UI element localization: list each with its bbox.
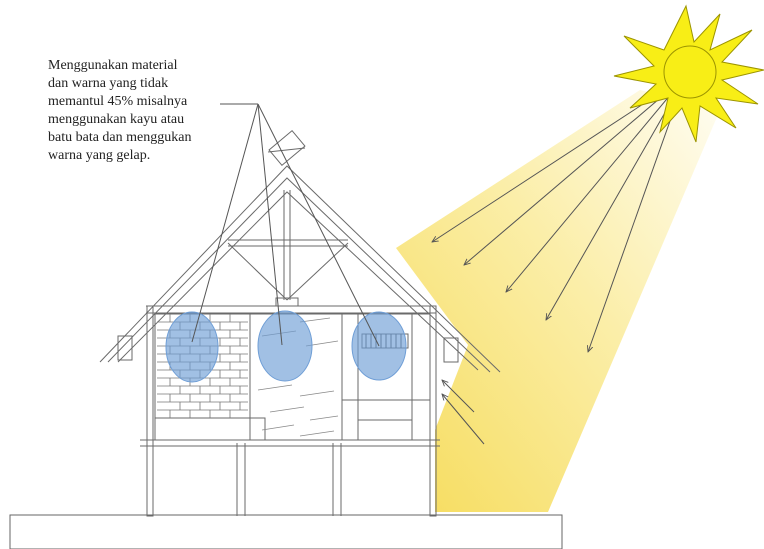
sun-icon (613, 4, 764, 143)
annotation-line: menggunakan kayu atau (48, 112, 185, 127)
arrow-icon (464, 75, 687, 265)
annotation-line: dan warna yang tidak (48, 76, 169, 91)
arrow-icon (442, 394, 485, 445)
annotation-line: Menggunakan material (48, 58, 178, 73)
arrow-icon (442, 380, 475, 413)
leader-lines (191, 103, 380, 347)
ground-base (9, 514, 563, 549)
annotation-line: warna yang gelap. (48, 148, 151, 163)
sunlight-beam (396, 90, 720, 512)
arrow-icon (546, 75, 687, 320)
material-annotation: Menggunakan material dan warna yang tida… (48, 57, 248, 165)
wood-highlight (257, 310, 313, 382)
house-section (99, 129, 501, 517)
annotation-line: batu bata dan menggukan (48, 130, 192, 145)
arrow-icon (506, 75, 687, 292)
annotation-line: memantul 45% misalnya (48, 94, 188, 109)
brick-highlight (165, 311, 219, 383)
